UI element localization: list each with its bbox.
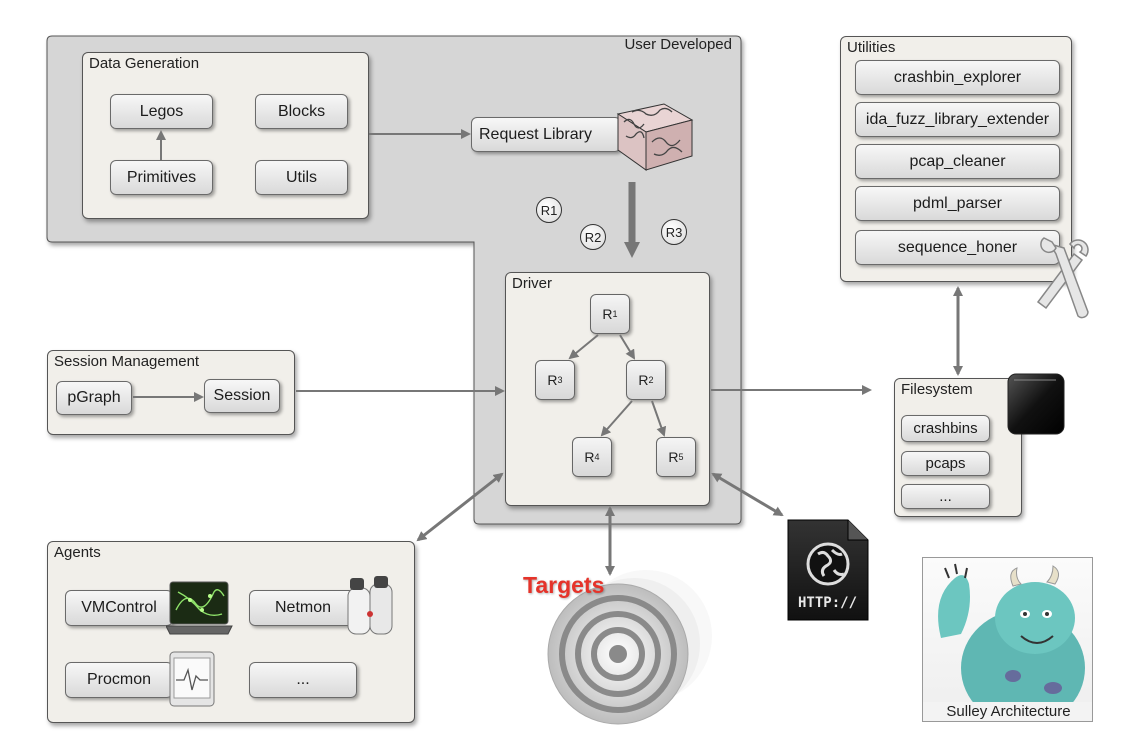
netmon-device-icon (347, 576, 393, 635)
primitives-button[interactable]: Primitives (110, 160, 213, 195)
filesystem-pcaps[interactable]: pcaps (901, 451, 990, 476)
pgraph-button[interactable]: pGraph (56, 381, 132, 415)
request-library-button[interactable]: Request Library (471, 117, 621, 152)
laptop-network-icon (166, 581, 233, 635)
utility-pdml-parser[interactable]: pdml_parser (855, 186, 1060, 221)
session-management-title: Session Management (54, 353, 200, 370)
monster-illustration (938, 563, 1085, 721)
utils-button[interactable]: Utils (255, 160, 348, 195)
http-document-icon: HTTP:// (784, 518, 870, 622)
data-generation-title: Data Generation (89, 55, 200, 72)
utility-ida-fuzz-library-extender[interactable]: ida_fuzz_library_extender (855, 102, 1060, 137)
targets-label: Targets (523, 572, 605, 598)
user-developed-title: User Developed (624, 36, 732, 53)
utility-crashbin-explorer[interactable]: crashbin_explorer (855, 60, 1060, 95)
monitor-icon (169, 651, 215, 707)
architecture-caption: Sulley Architecture (923, 702, 1092, 721)
brain-cube-icon (616, 103, 694, 171)
sulley-image: Sulley Architecture (922, 557, 1093, 722)
request-circle-r2: R2 (580, 224, 606, 250)
legos-button[interactable]: Legos (110, 94, 213, 129)
session-button[interactable]: Session (204, 379, 280, 413)
http-label: HTTP:// (798, 595, 858, 611)
netmon-button[interactable]: Netmon (249, 590, 357, 626)
agents-more-button[interactable]: ... (249, 662, 357, 698)
filesystem-crashbins[interactable]: crashbins (901, 415, 990, 442)
filesystem-title: Filesystem (901, 381, 973, 398)
utility-sequence-honer[interactable]: sequence_honer (855, 230, 1060, 265)
vmcontrol-button[interactable]: VMControl (65, 590, 173, 626)
targets-icon (547, 570, 712, 725)
request-circle-r1: R1 (536, 197, 562, 223)
driver-title: Driver (512, 275, 552, 292)
tools-wrench-icon (1036, 237, 1089, 319)
blocks-button[interactable]: Blocks (255, 94, 348, 129)
utility-pcap-cleaner[interactable]: pcap_cleaner (855, 144, 1060, 179)
utilities-title: Utilities (847, 39, 896, 56)
request-circle-r3: R3 (661, 219, 687, 245)
filesystem-more[interactable]: ... (901, 484, 990, 509)
agents-title: Agents (54, 544, 101, 561)
procmon-button[interactable]: Procmon (65, 662, 173, 698)
hard-drive-icon (1007, 373, 1065, 435)
